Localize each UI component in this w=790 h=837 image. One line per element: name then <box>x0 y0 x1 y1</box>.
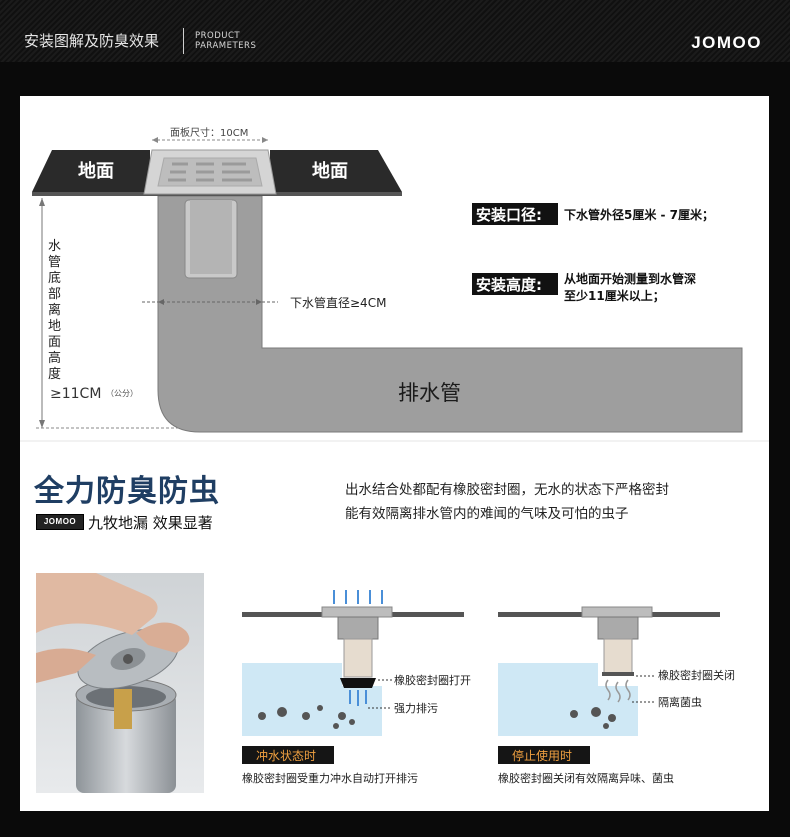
header-divider <box>183 28 184 54</box>
header-subtitle-line1: PRODUCT <box>195 31 241 41</box>
vertical-height-label: 水 管 底 部 离 地 面 高 度 <box>48 239 61 382</box>
flush-callout2: 强力排污 <box>394 701 438 715</box>
spec2-text-line1: 从地面开始测量到水管深 <box>564 271 696 286</box>
pipe-dim-arrow-left <box>158 299 164 305</box>
vertical-char: 水 <box>48 239 61 254</box>
stop-caption: 橡胶密封圈关闭有效隔离异味、菌虫 <box>498 771 674 785</box>
brand-logo: JOMOO <box>691 33 762 52</box>
pipe-dim-arrow-right <box>256 299 262 305</box>
spec1-label: 安装口径: <box>476 206 542 224</box>
drain-body-inner <box>190 200 232 274</box>
flush-debris <box>258 705 355 729</box>
feature-description: 出水结合处都配有橡胶密封圈，无水的状态下严格密封 能有效隔离排水管内的难闻的气味… <box>345 478 745 526</box>
vertical-char: 高 <box>48 350 61 366</box>
stop-cover <box>581 606 653 618</box>
min-height-unit: （公分） <box>106 389 138 398</box>
panel-size-arrow-right <box>262 137 268 143</box>
header-subtitle-line2: PARAMETERS <box>195 41 257 51</box>
flush-cover <box>321 606 393 618</box>
page-title: 安装图解及防臭效果 <box>24 32 160 50</box>
stop-callout1: 橡胶密封圈关闭 <box>658 668 735 682</box>
brand-badge: JOMOO <box>36 514 84 530</box>
flush-callout1: 橡胶密封圈打开 <box>394 673 471 687</box>
vertical-char: 面 <box>48 335 61 350</box>
flush-arrows <box>333 590 383 706</box>
feature-subline: 九牧地漏 效果显著 <box>88 514 213 532</box>
spec2-text-line2: 至少11厘米以上； <box>564 288 665 303</box>
spec1-label-box <box>472 203 558 225</box>
product-photo <box>36 573 204 793</box>
panel-size-label: 面板尺寸：10CM <box>170 126 248 139</box>
header-bar: 安装图解及防臭效果 PRODUCT PARAMETERS JOMOO <box>0 0 790 62</box>
stop-seal-closed <box>602 672 634 676</box>
height-arrow-bottom <box>39 420 45 428</box>
stop-core <box>603 638 633 676</box>
stop-state-label: 停止使用时 <box>512 748 572 763</box>
flush-state-label: 冲水状态时 <box>256 748 316 763</box>
drain-pipe-shape <box>157 195 743 433</box>
flush-water-channel <box>242 686 382 736</box>
vertical-char: 地 <box>48 319 61 334</box>
header-subtitle: PRODUCT PARAMETERS <box>195 31 256 51</box>
stop-callout2: 隔离菌虫 <box>658 695 702 709</box>
spec2-label-box <box>472 273 558 295</box>
vertical-char: 管 <box>48 255 61 270</box>
floor-left-label: 地面 <box>78 160 114 182</box>
flush-state-box <box>242 746 334 764</box>
stop-odor-wisps <box>605 679 631 703</box>
pipe-diameter-label: 下水管直径≥4CM <box>290 295 386 310</box>
height-arrow-top <box>39 198 45 206</box>
flush-core <box>343 638 373 678</box>
spec2-label: 安装高度: <box>476 276 542 294</box>
vertical-char: 离 <box>48 302 61 318</box>
feature-headline: 全力防臭防虫 <box>34 474 220 509</box>
min-height-label: ≥11CM <box>50 386 101 402</box>
stop-water-channel <box>498 686 638 736</box>
stop-debris <box>570 707 616 729</box>
stop-body <box>597 616 639 640</box>
spec1-text: 下水管外径5厘米 - 7厘米； <box>564 207 714 222</box>
panel-size-arrow-left <box>152 137 158 143</box>
vertical-char: 度 <box>48 366 61 382</box>
flush-caption: 橡胶密封圈受重力冲水自动打开排污 <box>242 771 418 785</box>
feature-desc-line1: 出水结合处都配有橡胶密封圈，无水的状态下严格密封 <box>345 482 669 498</box>
flush-illustration: 橡胶密封圈打开 强力排污 冲水状态时 橡胶密封圈受重力冲水自动打开排污 <box>242 590 471 785</box>
flush-body <box>337 616 379 640</box>
vertical-char: 底 <box>48 270 61 286</box>
floor-left-slab <box>32 150 150 192</box>
drain-grate-slots <box>168 162 252 182</box>
floor-right-slab <box>270 150 402 192</box>
stop-state-box <box>498 746 590 764</box>
floor-right-label: 地面 <box>312 160 348 182</box>
feature-desc-line2: 能有效隔离排水管内的难闻的气味及可怕的虫子 <box>345 506 629 522</box>
flush-seal-open <box>340 678 376 688</box>
vertical-char: 部 <box>48 287 61 302</box>
drain-pipe-label: 排水管 <box>398 381 461 405</box>
stop-illustration: 橡胶密封圈关闭 隔离菌虫 停止使用时 橡胶密封圈关闭有效隔离异味、菌虫 <box>498 606 735 785</box>
